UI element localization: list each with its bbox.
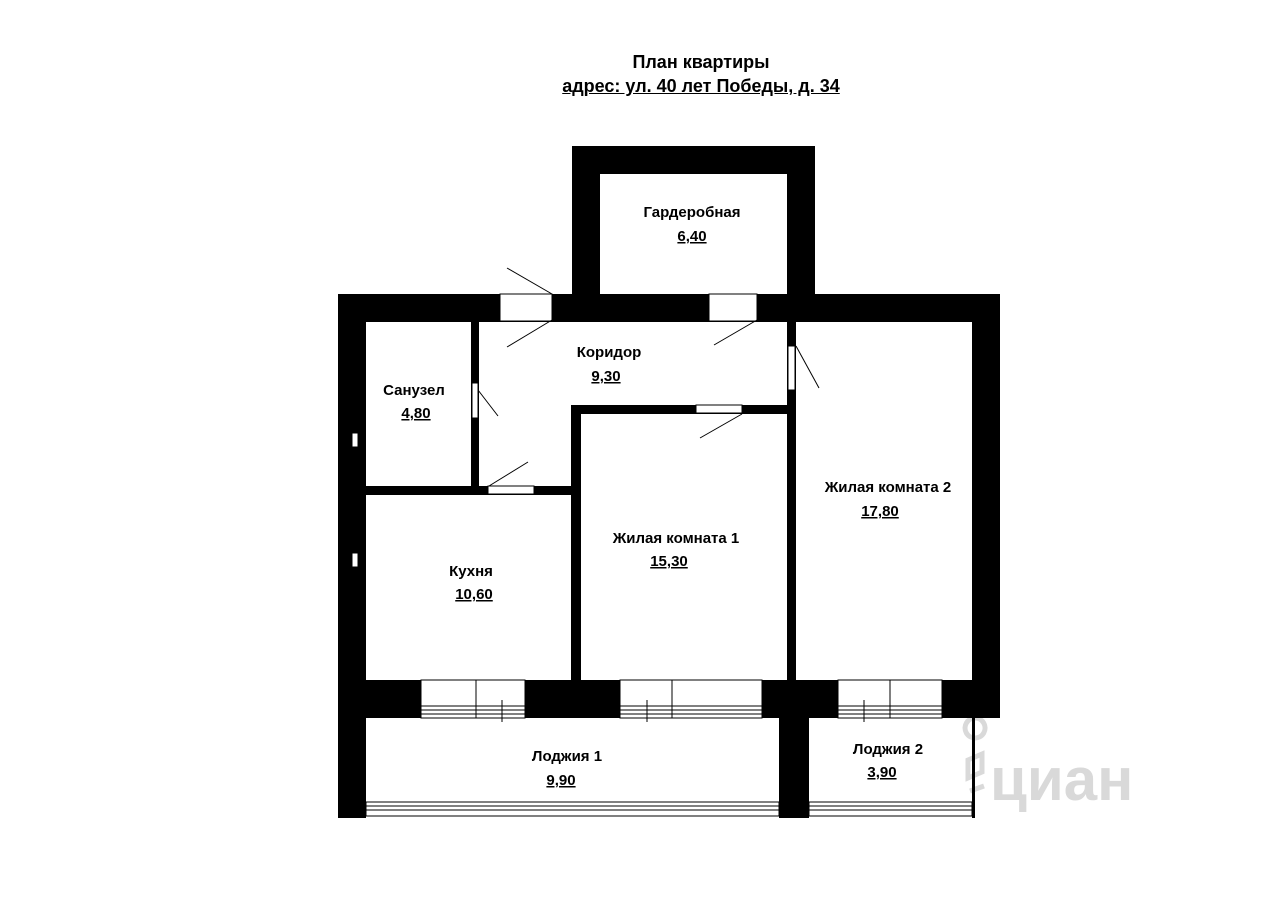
room-name-living-2: Жилая комната 2 [824, 479, 952, 496]
plan-header: План квартиры адрес: ул. 40 лет Победы, … [0, 50, 1280, 98]
room-name-kitchen: Кухня [449, 563, 493, 580]
room-name-loggia-2: Лоджия 2 [853, 741, 923, 758]
windows [365, 679, 973, 817]
plan-address: адрес: ул. 40 лет Победы, д. 34 [562, 76, 840, 96]
room-area-bathroom: 4,80 [401, 405, 430, 422]
room-name-bathroom: Санузел [383, 382, 445, 399]
room-labels: Гардеробная 6,40 Коридор 9,30 Санузел 4,… [383, 204, 951, 789]
watermark-text: циан [990, 746, 1133, 813]
openings [471, 293, 796, 495]
room-name-living-1: Жилая комната 1 [612, 530, 740, 547]
room-name-corridor: Коридор [577, 344, 642, 361]
room-area-loggia-1: 9,90 [546, 772, 575, 789]
plan-title: План квартиры [632, 52, 770, 72]
room-area-corridor: 9,30 [591, 368, 620, 385]
watermark-logo: циан [962, 715, 1133, 813]
room-name-loggia-1: Лоджия 1 [532, 748, 602, 765]
room-area-loggia-2: 3,90 [867, 764, 896, 781]
room-area-kitchen: 10,60 [455, 586, 493, 603]
room-area-living-1: 15,30 [650, 553, 688, 570]
door-swings [477, 267, 865, 722]
ventilation-markers [351, 432, 359, 568]
room-name-wardrobe: Гардеробная [643, 204, 740, 221]
room-area-wardrobe: 6,40 [677, 228, 706, 245]
room-area-living-2: 17,80 [861, 503, 899, 520]
